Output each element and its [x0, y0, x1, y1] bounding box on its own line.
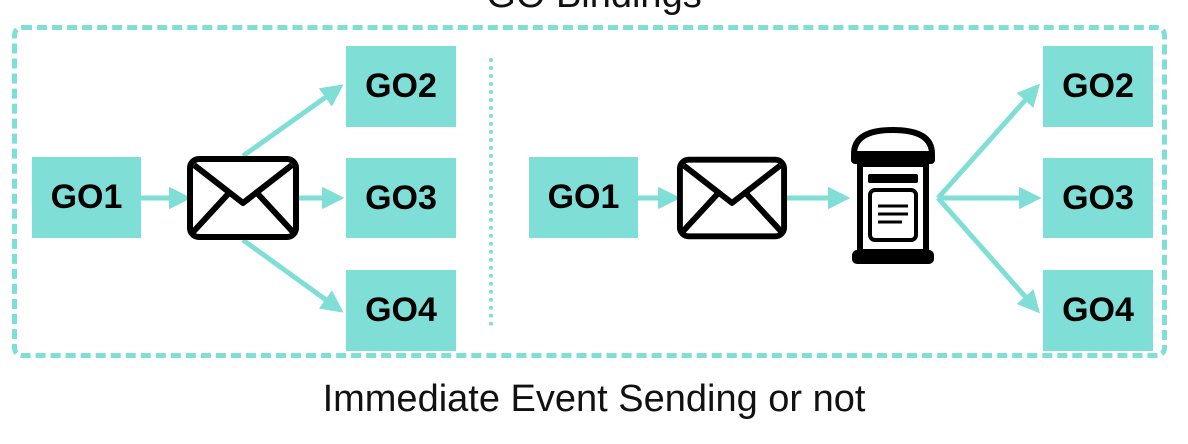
- go3-box-right: GO3: [1043, 158, 1153, 238]
- arrow-envelope-to-go4-left: [241, 237, 344, 313]
- arrow-mailbox-to-go4-right: [936, 196, 1040, 314]
- arrow-mailbox-to-go2-right: [936, 83, 1040, 200]
- envelope-icon: [187, 156, 299, 240]
- diagram-title: GO Bindings: [0, 0, 1188, 17]
- go3-label-left: GO3: [365, 178, 437, 217]
- go4-box-left: GO4: [346, 270, 456, 351]
- go4-box-right: GO4: [1043, 270, 1153, 351]
- dotted-divider: [489, 58, 493, 326]
- go1-box-left: GO1: [32, 157, 141, 238]
- go2-label-left: GO2: [365, 67, 437, 105]
- dashed-frame: [12, 25, 1167, 358]
- arrow-envelope-to-go2-left: [241, 84, 344, 159]
- envelope-icon: [676, 156, 788, 240]
- go3-box-left: GO3: [346, 158, 456, 238]
- diagram-caption: Immediate Event Sending or not: [322, 378, 866, 420]
- go2-box-right: GO2: [1043, 46, 1153, 127]
- go1-box-right: GO1: [529, 157, 638, 238]
- go2-label-right: GO2: [1062, 67, 1134, 105]
- go4-label-left: GO4: [365, 291, 437, 329]
- mailbox-icon: [851, 127, 935, 264]
- go3-label-right: GO3: [1062, 178, 1134, 217]
- go1-label-left: GO1: [50, 178, 123, 216]
- go2-box-left: GO2: [346, 46, 456, 127]
- go4-label-right: GO4: [1062, 291, 1134, 329]
- go1-label-right: GO1: [547, 178, 620, 216]
